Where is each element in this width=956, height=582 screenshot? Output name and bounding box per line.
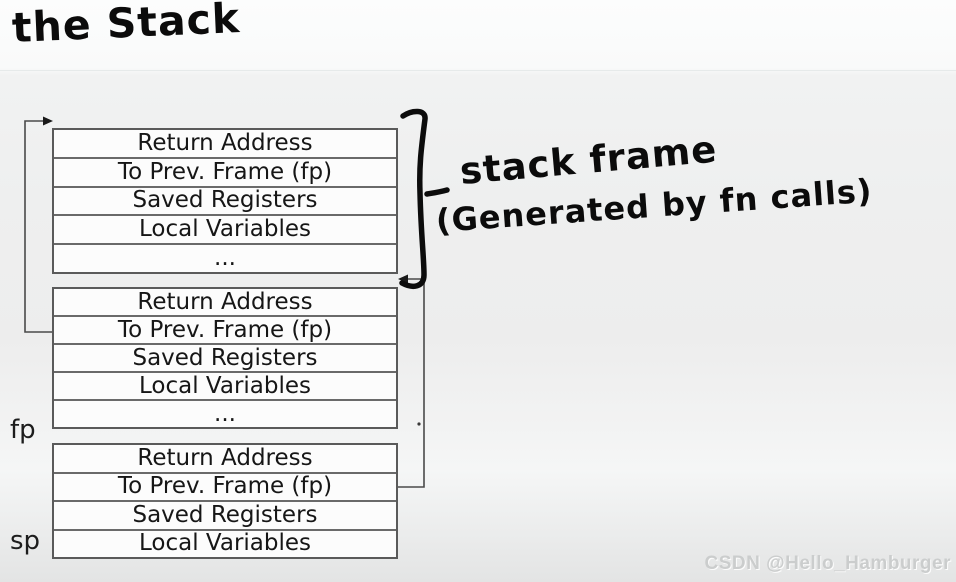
page-title: the Stack xyxy=(10,0,242,52)
stack-frame-2: Return Address To Prev. Frame (fp) Saved… xyxy=(52,287,398,429)
ink-dot xyxy=(417,422,421,426)
arrow-right-icon xyxy=(43,116,53,126)
frame-row: Return Address xyxy=(137,288,313,315)
frame-row: Saved Registers xyxy=(54,343,396,371)
frame-row: To Prev. Frame (fp) xyxy=(54,315,396,343)
frame-row: Saved Registers xyxy=(54,185,396,215)
stack-pointer-label: sp xyxy=(10,526,41,556)
fp-link-line-left xyxy=(24,120,52,333)
frame-row: Return Address xyxy=(137,444,313,471)
frame-row: Local Variables xyxy=(54,214,396,243)
frame-row-ellipsis: ... xyxy=(54,243,396,272)
bracket-icon xyxy=(399,108,450,290)
stack-frame-1: Return Address To Prev. Frame (fp) Saved… xyxy=(52,128,398,274)
frame-row-ellipsis: ... xyxy=(54,399,396,427)
frame-row: To Prev. Frame (fp) xyxy=(54,156,396,186)
frame-row: Local Variables xyxy=(54,528,396,558)
arrow-left-icon xyxy=(398,274,408,284)
watermark: CSDN @Hello_Hamburger xyxy=(704,553,951,574)
annotation-stack-frame: stack frame xyxy=(458,127,719,193)
background-band-divider xyxy=(0,70,956,71)
frame-row: To Prev. Frame (fp) xyxy=(54,471,396,501)
fp-link-line-right xyxy=(398,278,425,488)
stack-frame-3: Return Address To Prev. Frame (fp) Saved… xyxy=(52,443,398,559)
frame-pointer-label: fp xyxy=(10,415,36,445)
frame-row: Saved Registers xyxy=(54,500,396,529)
frame-row: Return Address xyxy=(137,129,313,156)
frame-row: Local Variables xyxy=(54,371,396,399)
